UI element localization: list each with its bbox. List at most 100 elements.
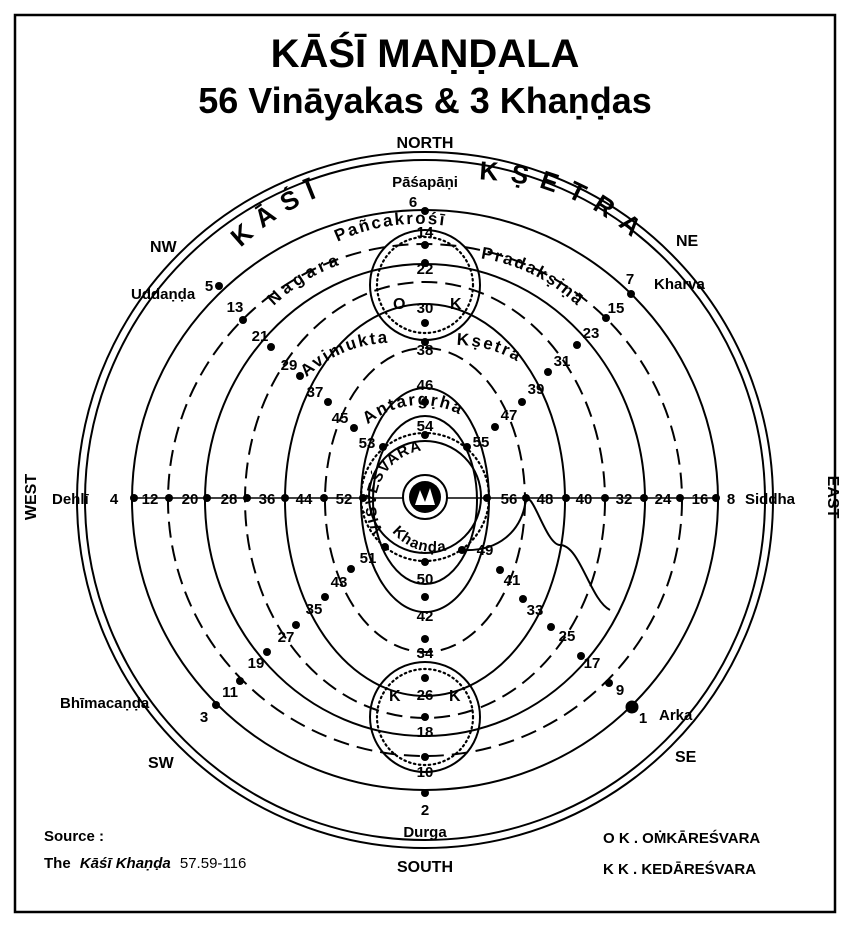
vinayaka-38: 38	[417, 338, 433, 359]
kedaresvara-dotted-ring	[375, 667, 475, 767]
legend-kedaresvara: K K . KEDĀREŚVARA	[603, 860, 756, 878]
vinayaka-dot	[421, 635, 429, 643]
vinayaka-dot	[522, 494, 530, 502]
direction-west: WEST	[23, 474, 40, 520]
vinayaka-number: 43	[331, 574, 348, 591]
vinayaka-8: 8	[712, 491, 735, 508]
vinayaka-number: 34	[417, 645, 434, 662]
vinayaka-27: 27	[278, 621, 300, 646]
source-work: Kāśī Khaṇḍa	[80, 855, 171, 872]
vinayaka-number: 2	[421, 802, 429, 819]
vinayaka-dot	[421, 789, 429, 797]
vinayaka-dot	[359, 494, 367, 502]
vinayaka-dot	[627, 290, 635, 298]
vinayaka-53: 53	[359, 435, 387, 452]
vinayaka-43: 43	[331, 565, 355, 591]
flame-icon	[415, 488, 435, 505]
vinayaka-20: 20	[182, 491, 211, 508]
vinayaka-49: 49	[458, 542, 493, 559]
vinayaka-dot	[577, 652, 585, 660]
vinayaka-number: 56	[501, 491, 518, 508]
vinayaka-number: 55	[473, 434, 490, 451]
vinayaka-number: 21	[252, 328, 269, 345]
vinayaka-number: 4	[110, 491, 119, 508]
outer-ring-2	[84, 159, 766, 841]
vinayaka-33: 33	[519, 595, 543, 619]
kedaresvara-mark-k2: K	[449, 688, 461, 705]
ksetra-letter-2: Ṣ	[509, 158, 544, 193]
direction-nw: NW	[150, 239, 178, 256]
vinayaka-number: 16	[692, 491, 709, 508]
vinayaka-40: 40	[562, 491, 592, 508]
vinayaka-42: 42	[417, 593, 433, 625]
vinayaka-dot	[518, 398, 526, 406]
vinayaka-36: 36	[259, 491, 289, 508]
vinayaka-dot	[263, 648, 271, 656]
vinayaka-16: 16	[676, 491, 708, 508]
vinayaka-number: 48	[537, 491, 554, 508]
antargrha-label: Antargṛha	[359, 390, 467, 428]
vinayaka-dot	[463, 443, 471, 451]
vinayaka-dot	[381, 543, 389, 551]
vinayaka-dot	[421, 674, 429, 682]
vinayaka-dot	[640, 494, 648, 502]
source-prefix: The	[44, 855, 71, 872]
vinayaka-number: 1	[639, 710, 647, 727]
vinayaka-dot	[421, 431, 429, 439]
vinayaka-number: 10	[417, 764, 434, 781]
place-durga: Durga	[403, 824, 447, 841]
vinayaka-7: 7	[626, 271, 635, 298]
title-line-1: KĀŚĪ MAṆḌALA	[271, 30, 580, 76]
title-line-2: 56 Vināyakas & 3 Khaṇḍas	[198, 80, 652, 121]
direction-ne: NE	[676, 233, 699, 250]
legend-omkaresvara: O K . OṀKĀREŚVARA	[603, 829, 760, 847]
vinayaka-46: 46	[417, 377, 433, 406]
vinayaka-number: 20	[182, 491, 199, 508]
vinayaka-41: 41	[496, 566, 520, 589]
vinayaka-dot	[292, 621, 300, 629]
vinayaka-number: 13	[227, 299, 244, 316]
place-udanda: Uddaṇḍa	[131, 286, 196, 303]
vinayaka-56: 56	[483, 491, 517, 508]
vinayaka-number: 30	[417, 300, 434, 317]
vinayaka-6: 6	[409, 194, 429, 215]
vinayaka-number: 23	[583, 325, 600, 342]
vinayaka-number: 28	[221, 491, 238, 508]
vinayaka-dot	[130, 494, 138, 502]
vinayaka-number: 33	[527, 602, 544, 619]
vinayaka-dot	[212, 701, 220, 709]
vinayaka-number: 53	[359, 435, 376, 452]
vinayaka-dot	[421, 319, 429, 327]
vinayaka-number: 50	[417, 571, 434, 588]
vinayaka-number: 39	[528, 381, 545, 398]
vinayaka-4: 4	[110, 491, 138, 508]
outer-ring-1	[76, 151, 774, 849]
vinayaka-dot	[421, 241, 429, 249]
vinayaka-dot	[421, 593, 429, 601]
vinayaka-number: 32	[616, 491, 633, 508]
direction-north: NORTH	[397, 135, 454, 152]
vinayaka-number: 36	[259, 491, 276, 508]
vinayaka-dot	[239, 316, 247, 324]
vinayaka-dot	[347, 565, 355, 573]
visvesvara-inner-ring	[368, 440, 482, 554]
vinayaka-3: 3	[200, 701, 220, 726]
source-citation: The Kāśī Khaṇḍa 57.59-116	[44, 855, 246, 872]
vinayaka-dot	[215, 282, 223, 290]
vinayaka-dot	[324, 398, 332, 406]
vinayaka-54: 54	[417, 418, 434, 439]
outer-frame	[13, 13, 837, 914]
direction-sw: SW	[148, 755, 175, 772]
vinayaka-number: 24	[655, 491, 672, 508]
vinayaka-11: 11	[222, 677, 244, 701]
vinayaka-dot	[573, 341, 581, 349]
vinayaka-24: 24	[640, 491, 672, 508]
vinayaka-26: 26	[417, 674, 433, 704]
vinayaka-number: 5	[205, 278, 213, 295]
place-pasapani: Pāśapāṇi	[392, 174, 458, 191]
vinayaka-17: 17	[577, 652, 600, 672]
vinayaka-dot	[625, 700, 639, 714]
vinayaka-dot	[544, 368, 552, 376]
vinayaka-markers: 1234567891011121314151617181920212223242…	[110, 194, 735, 819]
vinayaka-55: 55	[463, 434, 489, 451]
